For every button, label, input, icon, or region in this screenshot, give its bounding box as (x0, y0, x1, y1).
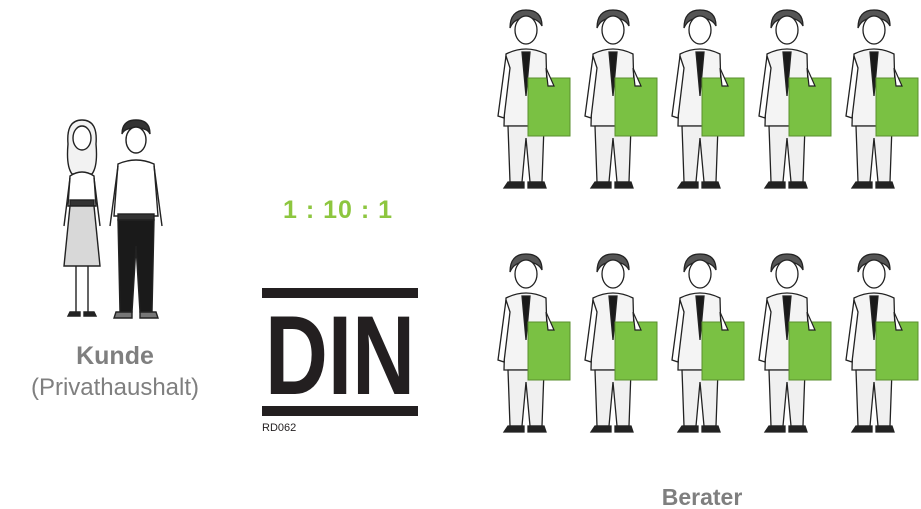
woman-figure (64, 120, 100, 316)
din-top-bar (262, 288, 418, 298)
customer-label: Kunde (0, 342, 230, 371)
advisor-figure (836, 6, 921, 202)
advisor-figure (488, 250, 574, 446)
din-bottom-bar (262, 406, 418, 416)
din-code: RD062 (262, 422, 296, 434)
advisor-figure (749, 250, 835, 446)
advisor-figure (575, 6, 661, 202)
advisor-figure (575, 250, 661, 446)
advisor-figure (662, 6, 748, 202)
din-letters: DIN (262, 304, 418, 402)
advisor-grid (488, 6, 921, 446)
customer-sublabel: (Privathaushalt) (0, 374, 230, 402)
advisor-figure (749, 6, 835, 202)
advisor-figure (662, 250, 748, 446)
advisor-figure (488, 6, 574, 202)
advisor-label: Berater (612, 484, 792, 509)
ratio-text: 1 : 10 : 1 (268, 196, 408, 225)
din-text: DIN (265, 304, 415, 402)
din-logo: DIN (262, 288, 418, 420)
man-figure (110, 120, 162, 318)
customer-couple-illustration (52, 116, 172, 326)
advisor-figure (836, 250, 921, 446)
